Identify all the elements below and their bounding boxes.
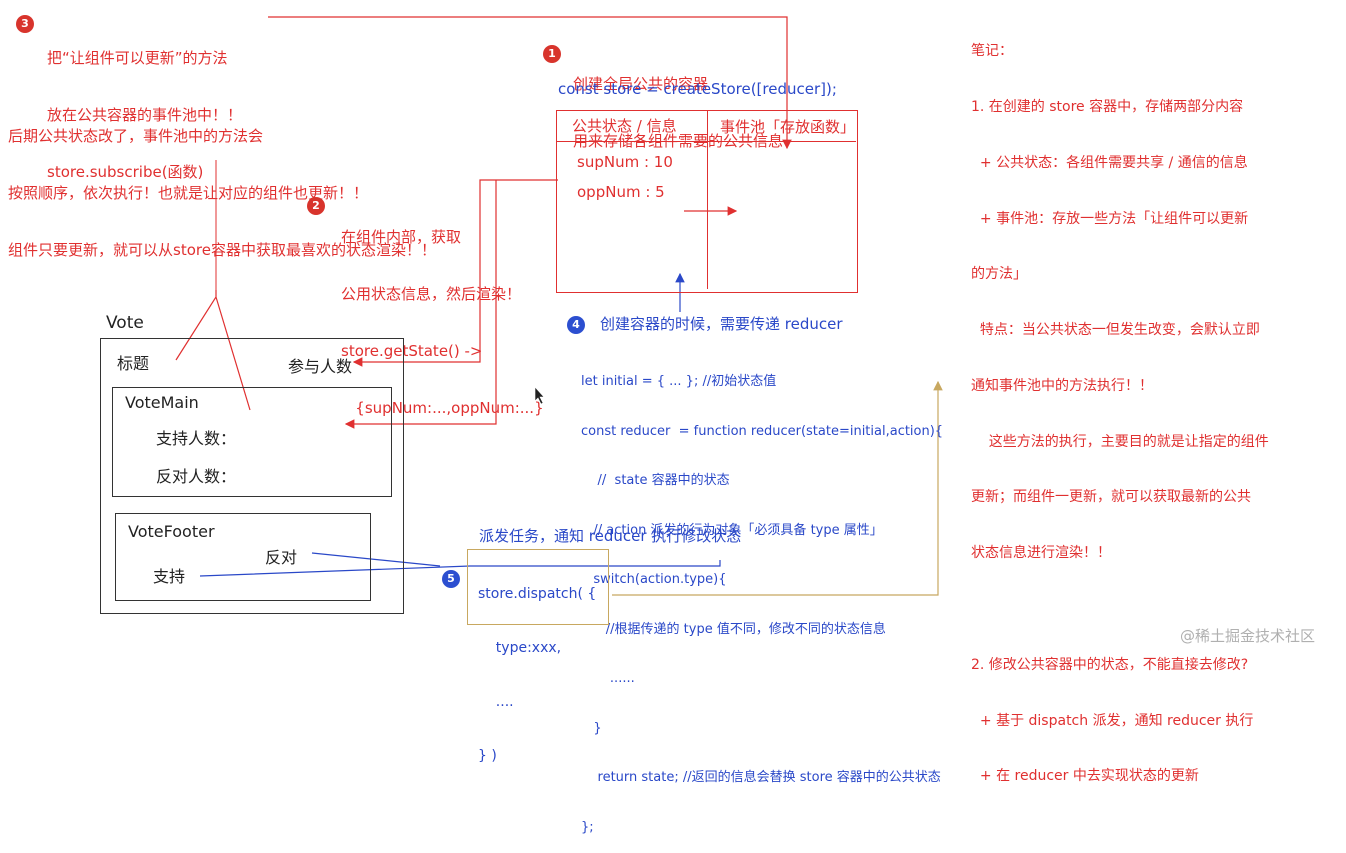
- event-pool-note-line: 后期公共状态改了，事件池中的方法会: [8, 127, 264, 145]
- create-store-note-line: 创建全局公共的容器: [573, 75, 709, 93]
- vote-label: Vote: [106, 313, 144, 333]
- vote-footer-label: VoteFooter: [128, 522, 215, 541]
- store-column-divider: [707, 111, 708, 289]
- side-note-line: 2. 修改公共容器中的状态，不能直接去修改?: [971, 656, 1249, 673]
- side-note-line: + 事件池：存放一些方法「让组件可以更新: [971, 210, 1249, 227]
- reducer-code-line: // state 容器中的状态: [581, 473, 730, 488]
- side-note-line: 更新；而组件一更新，就可以获取最新的公共: [971, 489, 1251, 506]
- subscribe-note-line: 放在公共容器的事件池中！！: [47, 106, 243, 124]
- dispatch-code-line: ....: [478, 694, 514, 710]
- side-note-line: 特点：当公共状态一但发生改变，会默认立即: [971, 322, 1260, 339]
- step-4-badge: 4: [567, 316, 585, 334]
- event-pool-header: 事件池「存放函数」: [720, 118, 856, 136]
- side-note-line: [971, 600, 1269, 619]
- reducer-code-line: //根据传递的 type 值不同，修改不同的状态信息: [581, 621, 886, 637]
- side-note-line: + 在 reducer 中去实现状态的更新: [971, 768, 1199, 785]
- vote-footer-box: VoteFooter 反对 支持: [115, 513, 371, 601]
- side-note-line: + 公共状态：各组件需要共享 / 通信的信息: [971, 154, 1248, 171]
- step-1-badge: 1: [543, 45, 561, 63]
- reducer-code-block: let initial = { ... }; //初始状态值 const red…: [581, 341, 943, 853]
- connector-lines: [175, 16, 943, 596]
- getstate-note-line: store.getState() ->: [341, 342, 483, 360]
- side-note-line: 1. 在创建的 store 容器中，存储两部分内容: [971, 98, 1244, 115]
- side-notes: 笔记： 1. 在创建的 store 容器中，存储两部分内容 + 公共状态：各组件…: [971, 5, 1269, 805]
- side-note-line: 的方法」: [971, 266, 1027, 283]
- event-pool-note-line: 按照顺序，依次执行！也就是让对应的组件也更新！！: [8, 184, 369, 202]
- state-opp-num: oppNum : 5: [577, 183, 665, 201]
- support-count: 支持人数：: [156, 429, 237, 448]
- dispatch-line-oppose: [311, 552, 441, 567]
- public-state-header: 公共状态 / 信息: [572, 117, 677, 135]
- state-sup-num: supNum : 10: [577, 153, 673, 171]
- dispatch-note-title: 派发任务，通知 reducer 执行修改状态: [479, 527, 742, 545]
- dispatch-code-line: type:xxx,: [478, 640, 562, 656]
- subscribe-note-line: 把“让组件可以更新”的方法: [47, 49, 228, 67]
- create-store-code: const store = createStore([reducer]);: [558, 80, 837, 98]
- getstate-arrow-title: [352, 179, 558, 367]
- step-2-badge: 2: [307, 197, 325, 215]
- side-note-line: 通知事件池中的方法执行！！: [971, 377, 1153, 394]
- reducer-code-line: let initial = { ... }; //初始状态值: [581, 374, 777, 389]
- getstate-note: 在组件内部，获取 公用状态信息，然后渲染！ store.getState() -…: [341, 190, 544, 437]
- reducer-code-line: switch(action.type){: [581, 572, 727, 587]
- oppose-count: 反对人数：: [156, 467, 237, 486]
- side-notes-heading: 笔记：: [971, 43, 1013, 60]
- vote-title: 标题: [117, 354, 150, 373]
- dispatch-code-box: store.dispatch( { type:xxx, .... } ): [467, 549, 609, 764]
- side-note-line: + 基于 dispatch 派发，通知 reducer 执行: [971, 712, 1254, 729]
- reducer-code-line: // action 派发的行为对象「必须具备 type 属性」: [581, 522, 883, 538]
- side-note-line: 状态信息进行渲染！！: [971, 545, 1111, 562]
- reducer-code-line: ......: [581, 671, 635, 686]
- step-3-badge: 3: [16, 15, 34, 33]
- dispatch-code-line: } ): [478, 748, 497, 764]
- getstate-note-line: 公用状态信息，然后渲染！: [341, 285, 522, 303]
- mouse-cursor-icon: [534, 386, 545, 405]
- event-pool-note: 后期公共状态改了，事件池中的方法会 按照顺序，依次执行！也就是让对应的组件也更新…: [8, 89, 436, 279]
- vote-component-box: 标题 参与人数 VoteMain 支持人数： 反对人数： VoteFooter …: [100, 338, 404, 614]
- dispatch-line-support: [199, 560, 721, 577]
- store-header-divider: [557, 141, 856, 142]
- getstate-note-line: 在组件内部，获取: [341, 228, 462, 246]
- reducer-code-line: };: [581, 819, 594, 835]
- reducer-code-line: const reducer = function reducer(state=i…: [581, 423, 944, 439]
- watermark: @稀土掘金技术社区: [1180, 627, 1316, 645]
- subscribe-note: 把“让组件可以更新”的方法 放在公共容器的事件池中！！ store.subscr…: [47, 11, 242, 201]
- store-container-box: 公共状态 / 信息 事件池「存放函数」 supNum : 10 oppNum :…: [556, 110, 858, 293]
- dispatch-to-reducer-arrow: [612, 380, 943, 596]
- reducer-code-line: return state; //返回的信息会替换 store 容器中的公共状态: [581, 770, 941, 785]
- dispatch-code: store.dispatch( { type:xxx, .... } ): [478, 549, 596, 801]
- reducer-code-line: }: [581, 720, 602, 736]
- event-pool-note-line: 组件只要更新，就可以从store容器中获取最喜欢的状态渲染！！: [8, 241, 436, 259]
- step-5-badge: 5: [442, 570, 460, 588]
- support-button[interactable]: 支持: [153, 567, 186, 586]
- subscribe-note-line: store.subscribe(函数): [47, 163, 204, 181]
- vote-main-label: VoteMain: [125, 393, 199, 412]
- side-note-line: 这些方法的执行，主要目的就是让指定的组件: [971, 433, 1269, 450]
- oppose-button[interactable]: 反对: [265, 548, 298, 567]
- subscribe-arrow: [268, 16, 792, 150]
- dispatch-code-line: store.dispatch( {: [478, 586, 597, 602]
- vote-participant-count: 参与人数: [288, 357, 353, 376]
- getstate-arrow-main: [344, 180, 497, 429]
- reducer-note-title: 创建容器的时候，需要传递 reducer: [600, 315, 843, 333]
- vote-main-box: VoteMain 支持人数： 反对人数：: [112, 387, 392, 497]
- getstate-note-line: {supNum:...,oppNum:...}: [341, 399, 544, 417]
